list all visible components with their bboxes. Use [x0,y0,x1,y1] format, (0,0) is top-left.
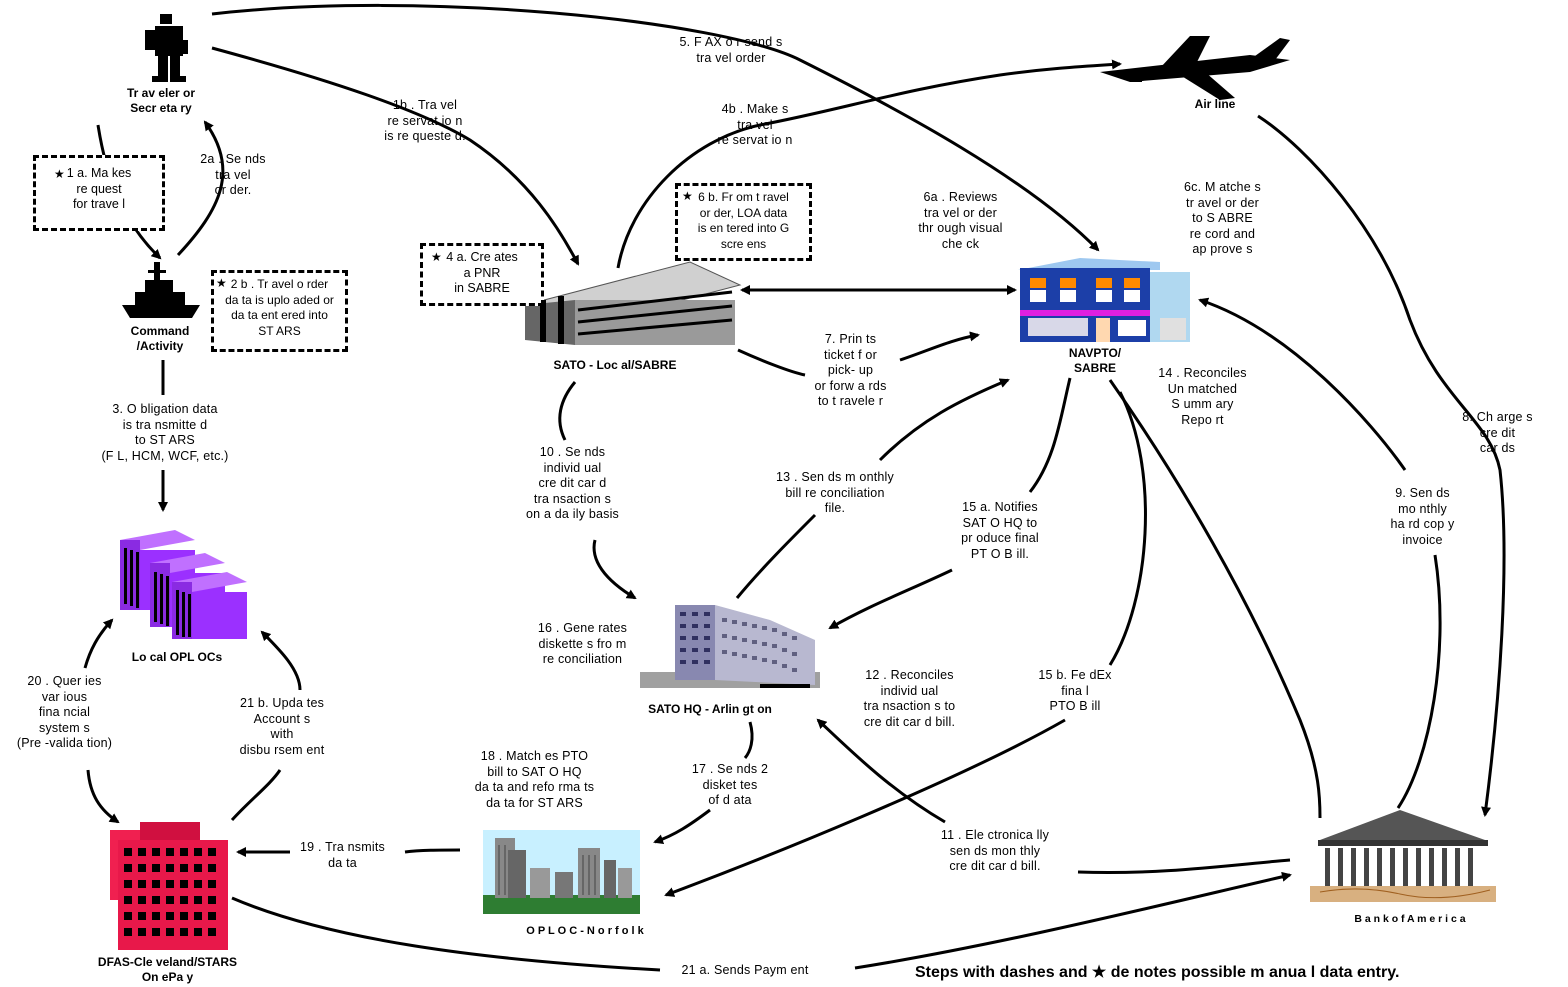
arrow-step-21b-a [230,769,282,822]
sato-hq-building-icon [640,605,820,688]
step-20-label: 20 . Quer ies var ious fina ncial system… [16,674,113,750]
sato-hq-label: SATO HQ - Arlin gt on [648,702,772,716]
step-11-label: 11 . Ele ctronica lly sen ds mon thly cr… [940,828,1050,873]
step-13-label: 13 . Sen ds m onthly bill re conciliatio… [776,470,894,515]
arrow-step-8 [1257,114,1506,817]
sato-local-label: SATO - Loc al/SABRE [553,358,677,372]
step-19-label: 19 . Tra nsmits da ta [300,840,385,870]
airline-label: Air line [1194,97,1236,111]
arrow-step-21b-b [260,630,302,691]
sato-local-building-icon [523,261,742,345]
step-15b-label: 15 b. Fe dEx fina l PTO B ill [1038,668,1112,713]
flow-arrows [83,3,1506,972]
airplane-icon [1100,36,1290,100]
step-2b-star-icon: ★ [216,276,227,290]
arrow-step-17 [743,721,754,759]
step-6c-label: 6c. M atche s tr avel or der to S ABRE r… [1184,180,1261,256]
arrow-step-17b [653,808,711,845]
step-7-label: 7. Prin ts ticket f or pick- up or forw … [814,332,887,408]
arrow-step-19a [404,848,461,854]
step-1b-label: 1b . Tra vel re servat io n is re queste… [384,98,466,143]
local-oplocs-label: Lo cal OPL OCs [131,650,223,664]
arrow-step-13b [878,378,1010,462]
navpto-building-icon [1018,258,1190,342]
step-21b-label: 21 b. Upda tes Account s with disbu rsem… [239,696,325,757]
arrow-step-20a [83,618,114,669]
arrow-step-7b [899,331,980,362]
arrow-step-10b [592,539,637,600]
step-12-label: 12 . Reconciles individ ual tra nsaction… [863,668,956,729]
step-3-label: 3. O bligation data is tra nsmitte d to … [101,402,229,463]
arrow-step-9 [1396,554,1442,809]
step-10-label: 10 . Se nds individ ual cre dit car d tr… [525,445,620,521]
traveler-label: Tr av eler or Secr eta ry [126,86,196,115]
step-4a-star-icon: ★ [431,250,442,264]
step-1a-star-icon: ★ [54,167,65,181]
arrow-step-20b [86,769,120,824]
step-14-label: 14 . Reconciles Un matched S umm ary Rep… [1158,366,1247,427]
arrow-step-10a [558,381,577,441]
arrow-step-4b [616,59,1122,269]
step-17-label: 17 . Se nds 2 disket tes of d ata [691,762,769,807]
step-21a-label: 21 a. Sends Paym ent [681,963,809,977]
step-8-label: 8. Ch arge s cre dit car ds [1462,410,1533,455]
legend-text: Steps with dashes and ★ de notes possibl… [915,964,1400,981]
arrow-step-2a [176,120,225,257]
step-1a-box: 1 a. Ma kes re quest for trave l [33,155,165,231]
arrow-step-21a [231,896,661,972]
step-6a-label: 6a . Reviews tra vel or der thr ough vis… [918,190,1003,251]
command-label: Command /Activity [130,324,190,353]
step-4a-box: 4 a. Cre ates a PNR in SABRE [420,243,544,306]
step-6b-box: 6 b. Fr om t ravel or der, LOA data is e… [675,183,812,261]
oploc-norfolk-city-icon [483,830,640,914]
traveler-icon [145,14,188,82]
step-4b-label: 4b . Make s tra vel re servat io n [717,102,793,147]
oploc-norfolk-label: O P L O C - N o r f o l k [526,925,644,937]
arrow-step-11b [1077,858,1291,875]
step-2b-box: 2 b . Tr avel o rder da ta is uplo aded … [211,270,348,352]
step-16-label: 16 . Gene rates diskette s fro m re conc… [537,621,628,666]
step-2a-label: 2a . Se nds tra vel or der. [200,152,266,197]
step-9-label: 9. Sen ds mo nthly ha rd cop y invoice [1390,486,1455,547]
arrow-step-15a-b [828,568,953,630]
arrow-step-5 [211,3,1100,252]
arrow-step-15a [1028,377,1072,493]
dfas-label: DFAS-Cle veland/STARS On ePa y [97,955,238,984]
arrow-step-12 [1108,379,1322,819]
dfas-building-icon [110,822,228,950]
arrow-step-7 [737,348,806,377]
bank-label: B a n k o f A m e r i c a [1354,913,1466,925]
oploc-buildings-icon [120,530,247,639]
step-5-label: 5. F AX o r send s tra vel order [679,35,783,65]
step-15a-label: 15 a. Notifies SAT O HQ to pr oduce fina… [961,500,1039,561]
arrow-step-11 [816,718,946,824]
step-6b-star-icon: ★ [682,189,693,203]
arrow-step-15b-b [664,718,1066,897]
bank-building-icon [1310,810,1496,902]
arrow-step-1b [211,46,580,266]
step-18-label: 18 . Match es PTO bill to SAT O HQ da ta… [474,749,595,810]
navpto-label: NAVPTO/ SABRE [1068,346,1122,375]
arrow-step-13a [735,513,817,599]
arrow-step-14 [1198,297,1407,471]
arrow-step-15b [1108,391,1147,666]
ship-icon [122,262,200,318]
arrow-step-21a-b [854,871,1292,970]
